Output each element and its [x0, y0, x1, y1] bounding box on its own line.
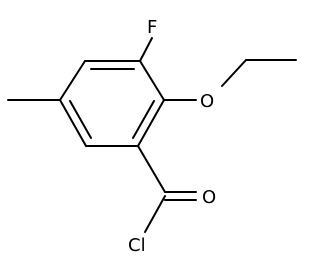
carbonyl-oxygen-label: O — [202, 187, 216, 208]
ring-bond-5-inner — [69, 100, 92, 139]
ring-bond-3 — [137, 99, 165, 147]
acyl-chloride-bond — [144, 195, 166, 233]
fluorine-label: F — [147, 17, 157, 38]
ether-oxygen-label: O — [200, 91, 214, 112]
ring-bond-6 — [59, 60, 86, 101]
chemical-structure: F O O Cl — [7, 17, 297, 256]
acyl-bond — [137, 145, 166, 193]
ring-bond-3-inner — [132, 100, 155, 139]
ring-bond-5 — [59, 99, 87, 147]
ethyl-bond-1 — [221, 59, 247, 87]
ring-bond-2 — [139, 60, 165, 101]
chlorine-label: Cl — [128, 235, 146, 256]
fluoro-bond — [139, 37, 153, 62]
